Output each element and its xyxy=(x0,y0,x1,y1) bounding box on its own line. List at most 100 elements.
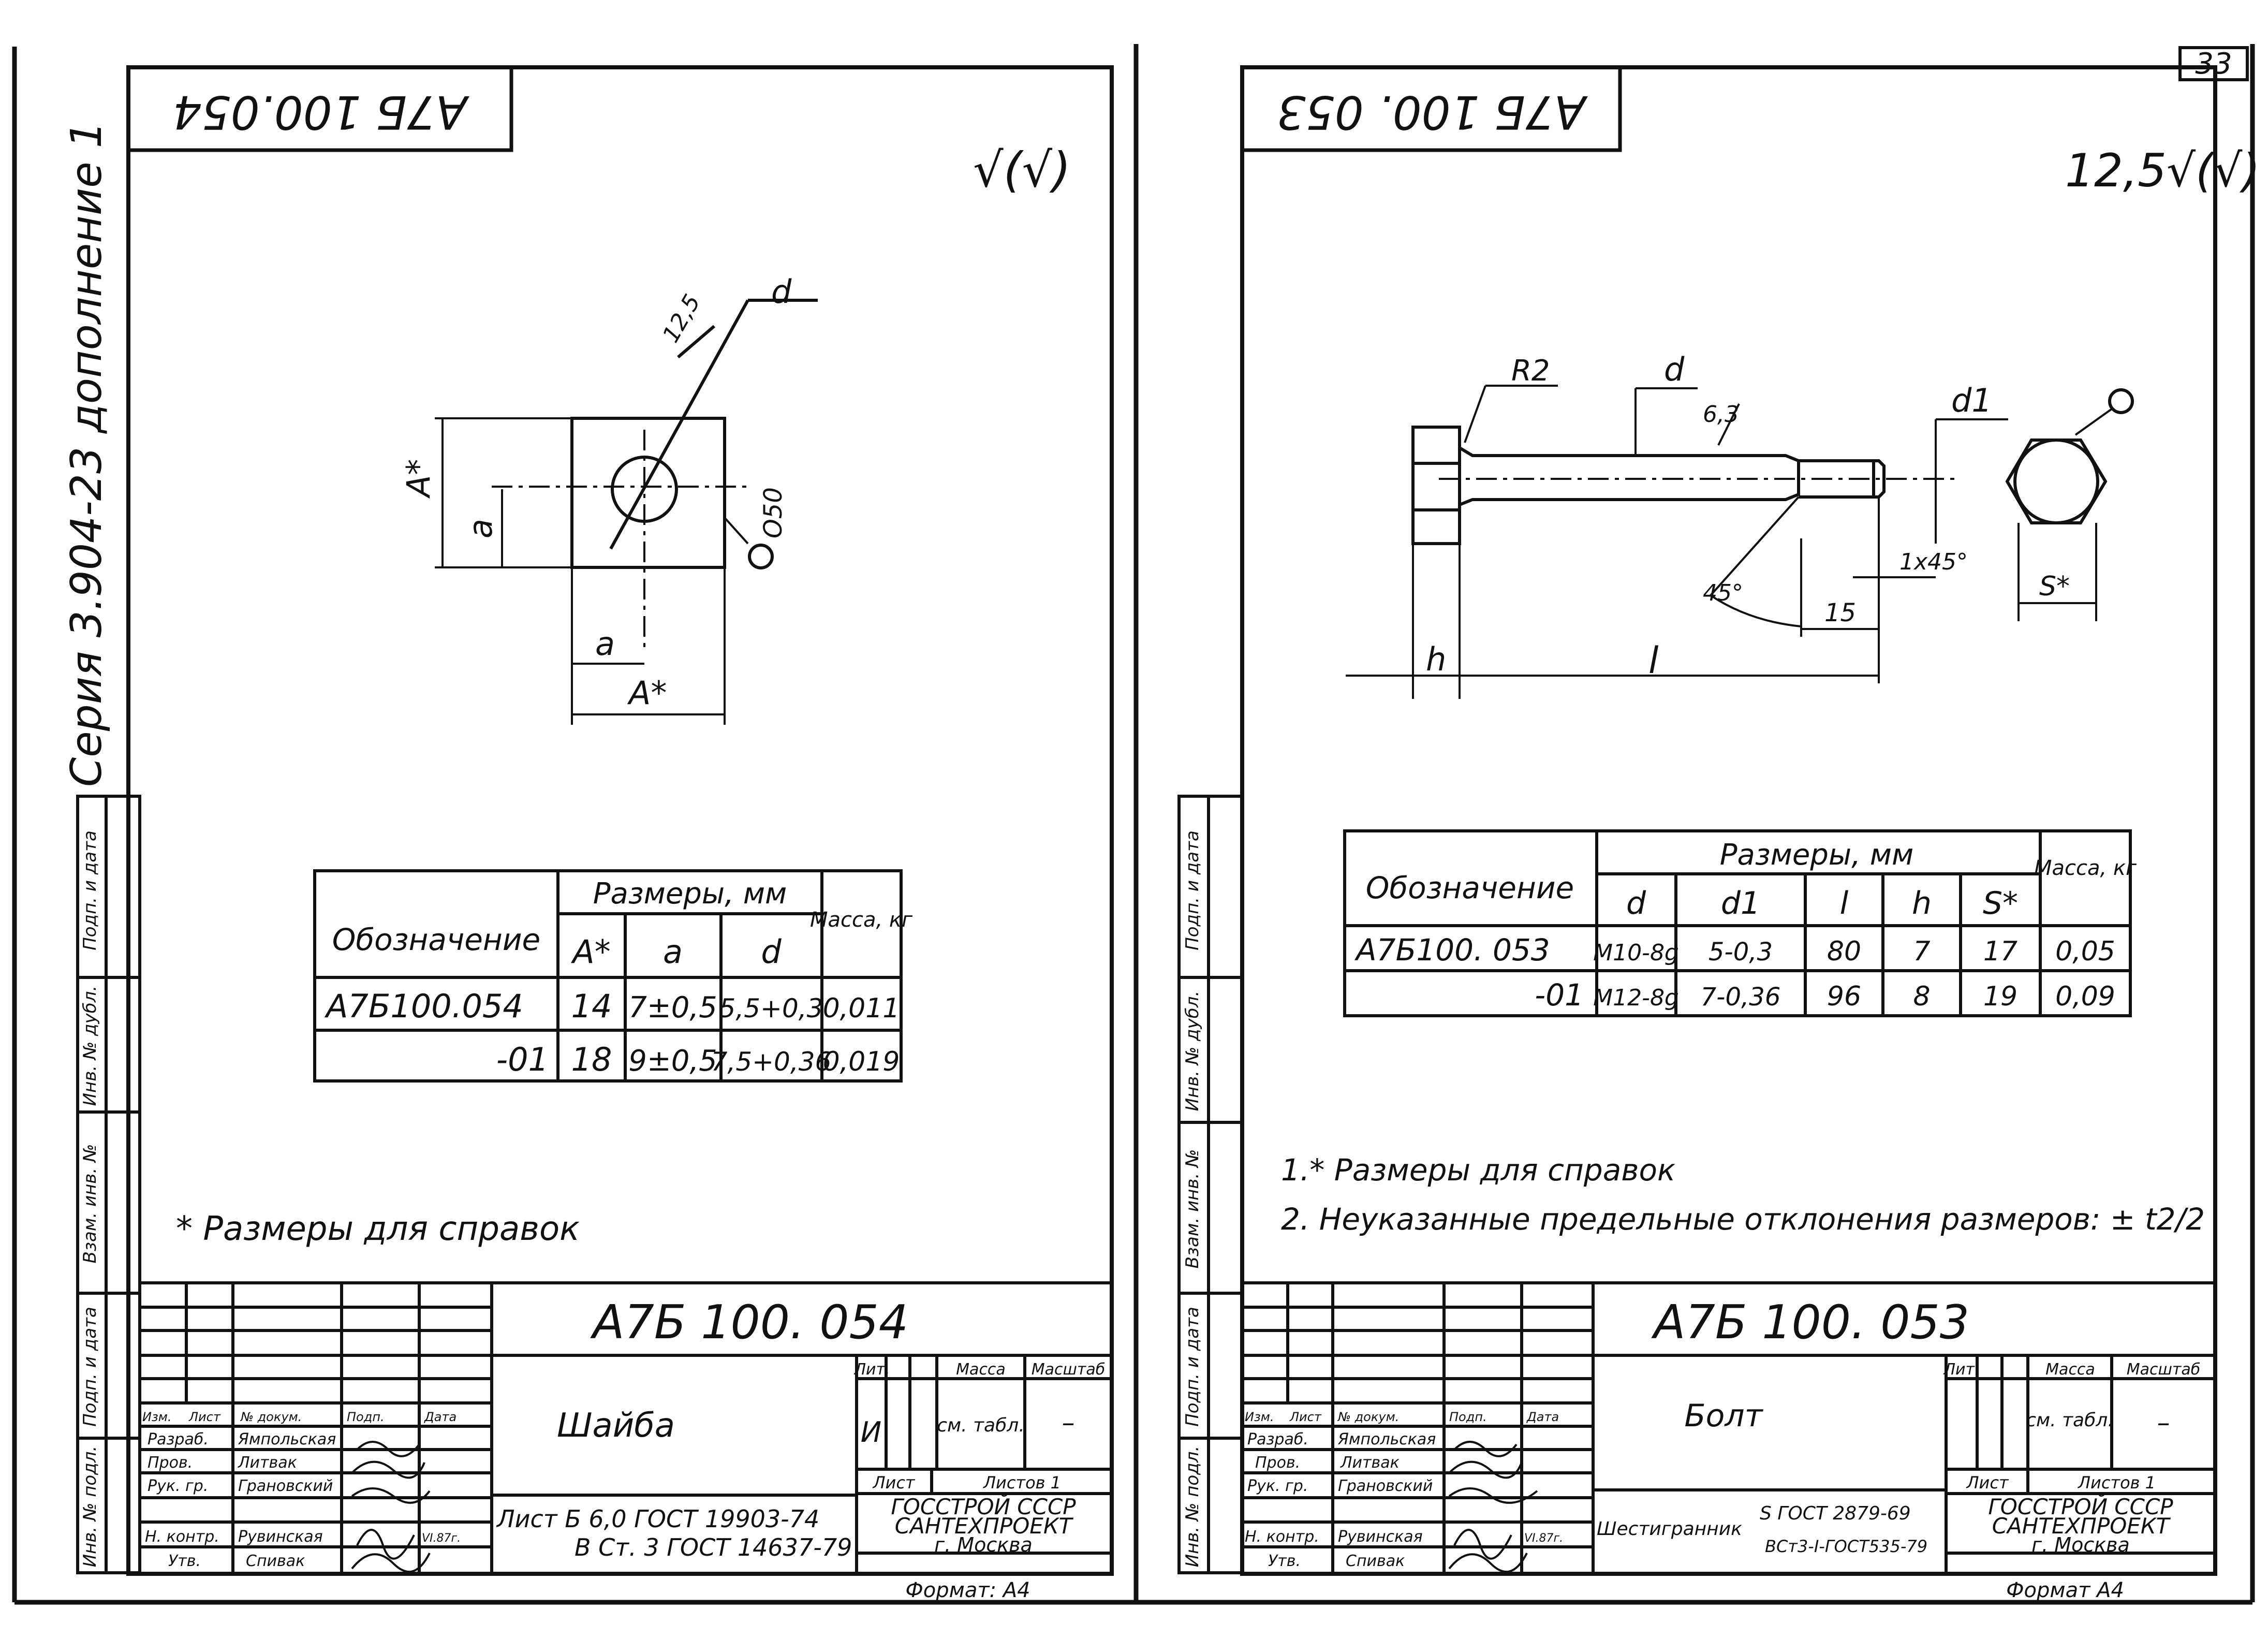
svg-text:-01: -01 xyxy=(496,1041,549,1078)
left-table xyxy=(313,869,903,1083)
dim-15: 15 xyxy=(1824,598,1856,627)
svg-text:Литвак: Литвак xyxy=(1340,1454,1400,1472)
svg-text:Утв.: Утв. xyxy=(168,1552,201,1570)
svg-text:Спивак: Спивак xyxy=(1346,1552,1405,1570)
svg-text:Изм.: Изм. xyxy=(1245,1410,1274,1424)
svg-text:Масса: Масса xyxy=(2045,1361,2095,1379)
roughness-symbol: √(√) xyxy=(973,142,1071,198)
svg-text:ГОССТРОЙ СССР: ГОССТРОЙ СССР xyxy=(1988,1494,2173,1519)
svg-text:Формат А4: Формат А4 xyxy=(2006,1578,2124,1602)
side-cell: Инв. № подл. xyxy=(80,1446,100,1568)
svg-text:Подп.: Подп. xyxy=(1449,1410,1487,1424)
svg-text:Рувинская: Рувинская xyxy=(238,1528,323,1546)
svg-text:Подп.: Подп. xyxy=(347,1410,385,1424)
svg-text:5,5+0,3: 5,5+0,3 xyxy=(719,993,823,1023)
dim-angle: 45° xyxy=(1703,580,1743,606)
table-row: -01 18 9±0,5 7,5+0,36 0,019 xyxy=(496,1041,900,1078)
material-line1: Лист Б 6,0 ГОСТ 19903-74 xyxy=(496,1505,819,1533)
corner-code: А7Б 100. 053 xyxy=(1277,85,1588,139)
dim-o50: O50 xyxy=(759,487,788,538)
svg-text:17: 17 xyxy=(1983,936,2017,967)
outer-frames xyxy=(12,44,2255,1605)
svg-text:И: И xyxy=(861,1416,881,1449)
svg-text:Масштаб: Масштаб xyxy=(1032,1361,1106,1379)
dim-A-star: A* xyxy=(400,459,437,499)
svg-text:7: 7 xyxy=(1913,936,1930,967)
svg-text:САНТЕХПРОЕКТ: САНТЕХПРОЕКТ xyxy=(895,1513,1074,1539)
svg-text:Масса: Масса xyxy=(956,1361,1006,1379)
side-cell: Подп. и дата xyxy=(1182,1307,1203,1427)
svg-text:Ямпольская: Ямпольская xyxy=(1337,1430,1436,1449)
dim-A-star2: A* xyxy=(627,674,667,712)
svg-text:Листов 1: Листов 1 xyxy=(983,1473,1061,1493)
svg-text:Разраб.: Разраб. xyxy=(148,1430,209,1449)
svg-text:г. Москва: г. Москва xyxy=(934,1533,1033,1556)
right-title-block xyxy=(1242,1281,2215,1573)
roughness-symbol: 12,5√(√) xyxy=(2065,144,2260,197)
svg-text:Дата: Дата xyxy=(1526,1410,1559,1424)
side-cell: Инв. № дубл. xyxy=(1182,991,1203,1112)
signatures xyxy=(1448,1441,1538,1573)
material-line2: ВСт3-I-ГОСТ535-79 xyxy=(1765,1537,1927,1556)
side-cell: Взам. инв. № xyxy=(80,1144,100,1264)
svg-text:САНТЕХПРОЕКТ: САНТЕХПРОЕКТ xyxy=(1992,1513,2171,1539)
svg-text:Масштаб: Масштаб xyxy=(2127,1361,2201,1379)
svg-text:А7Б100.054: А7Б100.054 xyxy=(324,987,523,1025)
svg-text:Н. контр.: Н. контр. xyxy=(145,1528,219,1546)
svg-text:Н. контр.: Н. контр. xyxy=(1245,1528,1319,1546)
table-sub-d: d xyxy=(761,933,782,971)
dim-chamfer: 1x45° xyxy=(1899,549,1968,575)
svg-text:Литвак: Литвак xyxy=(238,1454,297,1472)
svg-text:19: 19 xyxy=(1983,981,2017,1012)
svg-text:d: d xyxy=(1626,885,1646,922)
svg-text:0,05: 0,05 xyxy=(2055,936,2115,967)
svg-text:Лист: Лист xyxy=(1966,1473,2009,1493)
svg-text:см. табл.: см. табл. xyxy=(2026,1410,2114,1431)
svg-text:80: 80 xyxy=(1827,936,1861,967)
svg-text:Разраб.: Разраб. xyxy=(1247,1430,1308,1449)
svg-text:см. табл.: см. табл. xyxy=(937,1415,1025,1436)
bolt-drawing xyxy=(1346,385,2134,699)
table-row: -01 M12-8g 7-0,36 96 8 19 0,09 xyxy=(1535,977,2115,1013)
svg-text:Рук. гр.: Рук. гр. xyxy=(1247,1477,1308,1495)
svg-text:0,09: 0,09 xyxy=(2055,981,2115,1012)
dim-a: a xyxy=(462,519,499,538)
svg-text:А7Б100. 053: А7Б100. 053 xyxy=(1354,932,1550,968)
svg-text:Лит.: Лит. xyxy=(853,1361,890,1379)
table-sub-A: A* xyxy=(570,933,610,971)
svg-text:–: – xyxy=(1062,1408,1075,1438)
side-cell: Инв. № дубл. xyxy=(80,986,100,1106)
side-cell: Подп. и дата xyxy=(1182,830,1203,950)
table-col-designation: Обозначение xyxy=(332,922,540,957)
svg-text:Лит.: Лит. xyxy=(1943,1361,1979,1379)
title-designation: А7Б 100. 054 xyxy=(590,1295,908,1350)
svg-text:Грановский: Грановский xyxy=(238,1477,333,1495)
svg-text:S*: S* xyxy=(1983,885,2018,922)
svg-text:Спивак: Спивак xyxy=(246,1552,305,1570)
side-cell: Подп. и дата xyxy=(80,830,100,950)
dim-roughness: 6,3 xyxy=(1703,401,1739,428)
svg-text:5-0,3: 5-0,3 xyxy=(1709,938,1773,967)
title-name: Шайба xyxy=(557,1407,675,1445)
svg-text:0,019: 0,019 xyxy=(823,1046,900,1077)
svg-text:Лист: Лист xyxy=(1289,1410,1322,1424)
right-side-strip xyxy=(1177,795,1244,1574)
dim-s: S* xyxy=(2039,571,2070,602)
svg-text:M10-8g: M10-8g xyxy=(1593,940,1679,966)
title-designation: А7Б 100. 053 xyxy=(1651,1295,1969,1350)
svg-text:г. Москва: г. Москва xyxy=(2031,1533,2130,1556)
side-cell: Инв. № подл. xyxy=(1182,1446,1203,1568)
margin-note: Серия 3.904-23 дополнение 1 xyxy=(62,121,111,787)
left-frame xyxy=(126,65,1114,1576)
dim-a2: a xyxy=(595,625,615,663)
svg-text:ГОССТРОЙ СССР: ГОССТРОЙ СССР xyxy=(891,1494,1076,1519)
right-table xyxy=(1343,829,2132,1017)
svg-text:d1: d1 xyxy=(1721,885,1760,922)
dim-l: l xyxy=(1648,639,1659,682)
svg-text:l: l xyxy=(1840,885,1849,922)
title-name: Болт xyxy=(1684,1398,1763,1434)
table-col-mass: Масса, кг xyxy=(810,908,913,932)
right-sheet: А7Б 100. 053 12,5√(√) Подп. и дата Инв. … xyxy=(1177,65,2260,1602)
svg-text:7,5+0,36: 7,5+0,36 xyxy=(711,1047,832,1077)
svg-text:9±0,5: 9±0,5 xyxy=(628,1044,717,1078)
